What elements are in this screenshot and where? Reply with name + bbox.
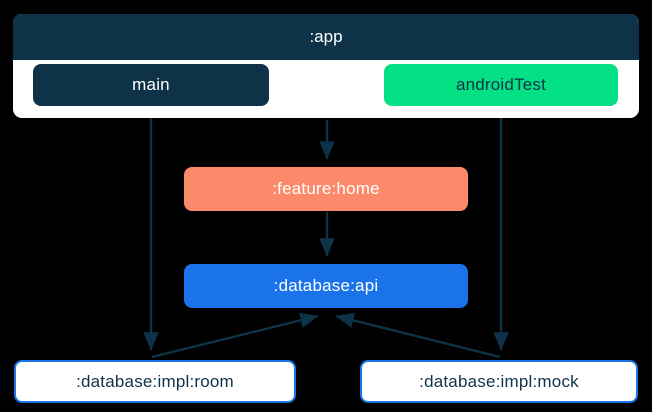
cluster-app-label: :app bbox=[13, 14, 639, 60]
node-database-impl-room[interactable]: :database:impl:room bbox=[14, 360, 296, 403]
node-main[interactable]: main bbox=[33, 64, 269, 106]
node-database-impl-mock[interactable]: :database:impl:mock bbox=[360, 360, 638, 403]
edge-database-impl-room-to-database-api bbox=[151, 312, 319, 359]
edge-database-impl-mock-to-database-api bbox=[335, 312, 501, 359]
node-feature-home[interactable]: :feature:home bbox=[184, 167, 468, 211]
node-androidtest[interactable]: androidTest bbox=[384, 64, 618, 106]
node-database-api[interactable]: :database:api bbox=[184, 264, 468, 308]
